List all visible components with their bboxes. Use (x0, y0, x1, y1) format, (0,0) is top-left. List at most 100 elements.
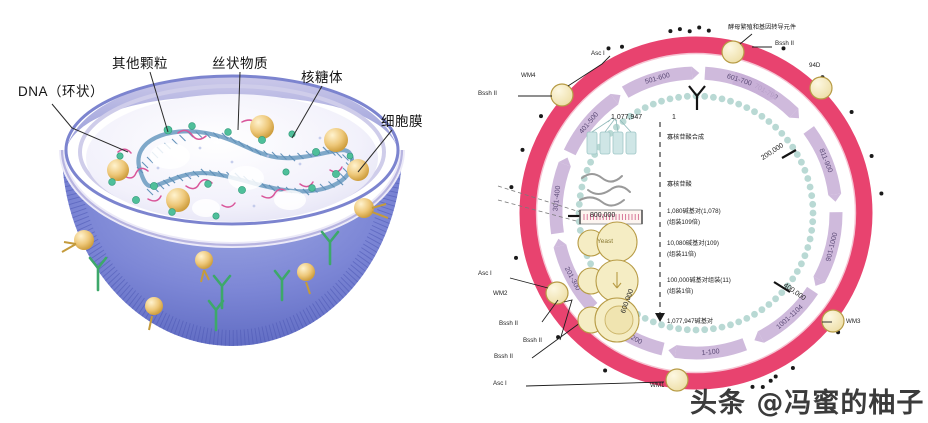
step-label-3: 10,080碱基对(109) (667, 240, 719, 247)
inner-ring-dot (735, 100, 743, 108)
callout-bssh2-left: Bssh II (478, 90, 497, 97)
inner-ring-dot (804, 244, 812, 251)
callout-wm4: WM4 (521, 72, 536, 79)
inner-ring-dot (583, 166, 591, 174)
origin-marker (688, 85, 706, 110)
inner-ring-dot (578, 183, 586, 191)
genome-map-svg: 701-799811-900901-10001001-11041-100101-… (497, 25, 884, 392)
inner-ring-dot (809, 209, 817, 217)
inner-ring-dot (666, 95, 674, 103)
inner-ring-dot (576, 227, 584, 234)
marker-yeast-element (721, 40, 745, 64)
genome-segment-arc (621, 66, 693, 98)
restriction-site-dot (781, 46, 786, 51)
ribosome-group (107, 115, 369, 212)
label-granules: 其他颗粒 (112, 56, 168, 71)
genome-segment-arrowhead (553, 238, 567, 248)
membrane-protein (354, 198, 389, 219)
genome-segment-arrowhead (789, 108, 799, 119)
step-sub-3: (组装11倍) (667, 251, 697, 258)
inner-ring-dot (808, 192, 816, 200)
restriction-site-dot (869, 154, 874, 158)
outer-ring-inner-edge (535, 52, 857, 374)
inner-ring-dot (798, 158, 805, 166)
marker-wm1 (665, 368, 689, 392)
restriction-site-dot (790, 366, 795, 370)
zoom-leader-dashed (497, 185, 581, 223)
genome-segment-arc (803, 126, 842, 196)
restriction-site-dot (539, 114, 543, 119)
inner-ring-dot (576, 192, 584, 200)
marker-wm2 (545, 281, 569, 305)
genome-segment-label: 1-100 (701, 348, 720, 357)
oligo-strands-icon (579, 173, 631, 207)
workflow-axis (655, 122, 665, 322)
inner-ring-dot (701, 326, 709, 334)
inner-ring-dot (772, 123, 779, 131)
inner-ring-dot (701, 92, 709, 100)
inner-ring-dot (710, 93, 717, 101)
inner-ring-dot (683, 92, 691, 100)
granule-group (108, 122, 354, 220)
genome-segment-arrowhead (668, 345, 677, 358)
callout-asc1-lower: Asc I (478, 270, 492, 277)
inner-ring-dot (765, 118, 773, 125)
inner-ring-dot (727, 97, 734, 105)
inner-ring-dot (666, 323, 674, 331)
restriction-site-dot (677, 27, 682, 32)
membrane-protein (195, 251, 213, 283)
label-membrane: 细胞膜 (381, 114, 423, 129)
inner-ring-dot (784, 136, 791, 144)
callout-wm1: WM1 (650, 382, 665, 389)
genome-segment-arrowhead (767, 89, 777, 101)
cytoplasm (86, 94, 378, 222)
callout-bssh2-l3: Bssh II (494, 353, 513, 360)
genome-segment-arrowhead (691, 66, 700, 80)
marker-wm4 (550, 83, 574, 107)
marker-wm3 (821, 309, 845, 333)
tick-800000: 800,000 (590, 212, 616, 219)
callout-bssh2-top: Bssh II (775, 40, 794, 47)
inner-ring-dot (751, 310, 758, 318)
restriction-site-dot (620, 44, 624, 49)
callout-bssh2-l2: Bssh II (523, 337, 542, 344)
genome-segment-arc (757, 286, 818, 343)
step-label-5: 1,077,947碱基对 (667, 318, 714, 325)
inner-ring-dot (765, 301, 773, 308)
inner-ring-dot (587, 158, 594, 166)
restriction-site-dot (668, 29, 673, 34)
inner-ring-dot (778, 130, 786, 137)
step-label-2: 1,080碱基对(1,078) (667, 208, 721, 215)
origin-bp-label: 1 (672, 114, 676, 121)
genome-segment-arc (549, 162, 571, 235)
inner-ring-dot (692, 326, 700, 334)
watermark-text: 头条 @冯蜜的柚子茶 (690, 388, 925, 419)
inner-ring-dot (634, 108, 641, 116)
genome-segment-arc (813, 212, 843, 283)
inner-ring-dot (575, 200, 583, 208)
yeast-cell-icons (577, 221, 640, 343)
inner-ring-dot (658, 321, 665, 329)
inner-ring-dot (789, 143, 797, 151)
genome-segment-label: 301-400 (552, 185, 562, 211)
inner-ring-dot (658, 97, 665, 105)
cytoplasm-speckles (156, 136, 322, 208)
inner-ring-dot (735, 318, 743, 326)
callout-wm2: WM2 (493, 290, 508, 297)
inner-ring-dot (613, 123, 620, 131)
restriction-site-dot (603, 368, 608, 373)
inner-ring-dot (793, 268, 801, 275)
inner-ring-dot (758, 112, 766, 120)
inner-ring-dot (772, 295, 779, 303)
restriction-site-dot (687, 29, 692, 34)
restriction-site-dot (706, 28, 711, 33)
callout-asc1-bottom: Asc I (493, 380, 507, 387)
label-dna: DNA（环状） (18, 84, 105, 99)
membrane-protein-group (61, 198, 389, 332)
cell-diagram-svg (51, 71, 405, 347)
inner-ring-dot (649, 318, 657, 326)
surface-receptor-group (88, 230, 340, 332)
inner-ring-dot (806, 235, 814, 243)
inner-ring-dot (641, 315, 649, 322)
oligo-synthesizer-icon (586, 117, 637, 155)
